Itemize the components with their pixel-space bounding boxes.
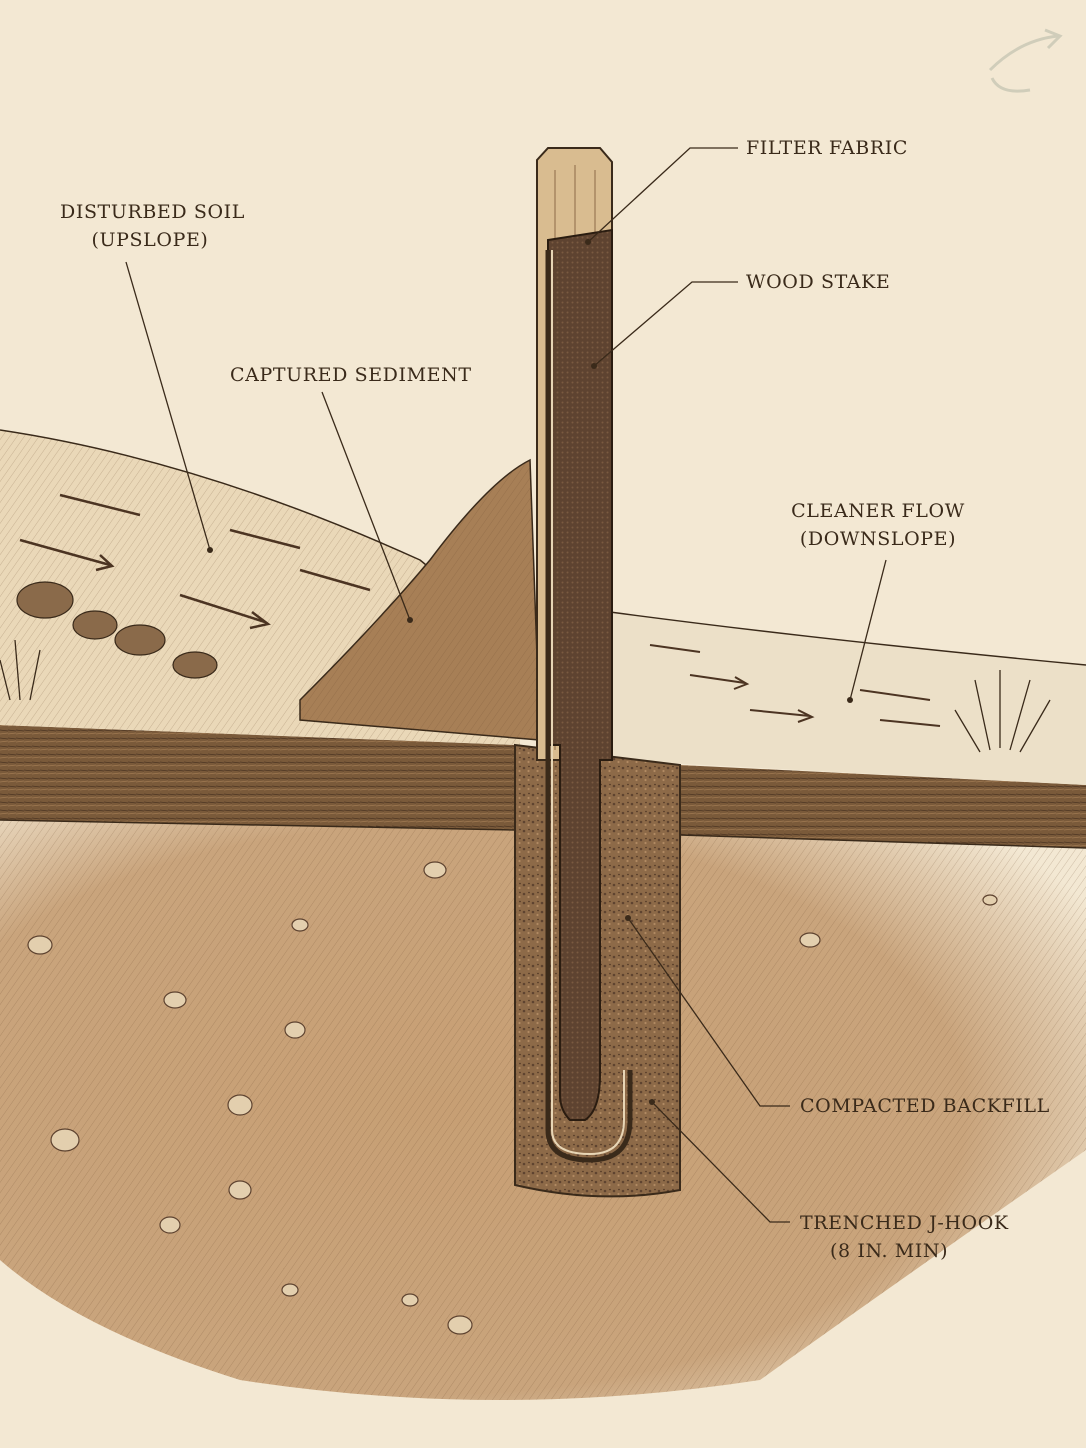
- jhook-depth-text: (8 IN. MIN): [800, 1237, 1009, 1265]
- label-cleaner-flow: CLEANER FLOW (DOWNSLOPE): [788, 497, 968, 553]
- label-captured-sediment: CAPTURED SEDIMENT: [230, 361, 472, 389]
- cleaner-flow-text: CLEANER FLOW: [788, 497, 968, 525]
- captured-sediment-text: CAPTURED SEDIMENT: [230, 361, 472, 389]
- label-wood-stake: WOOD STAKE: [746, 268, 890, 296]
- wood-stake-text: WOOD STAKE: [746, 268, 890, 296]
- upslope-text: (UPSLOPE): [60, 226, 240, 254]
- label-trenched-jhook: TRENCHED J-HOOK (8 IN. MIN): [800, 1209, 1009, 1265]
- trenched-jhook-text: TRENCHED J-HOOK: [800, 1209, 1009, 1237]
- label-compacted-backfill: COMPACTED BACKFILL: [800, 1092, 1050, 1120]
- compacted-backfill-text: COMPACTED BACKFILL: [800, 1092, 1050, 1120]
- disturbed-soil-text: DISTURBED SOIL: [60, 198, 240, 226]
- downslope-text: (DOWNSLOPE): [788, 525, 968, 553]
- label-filter-fabric: FILTER FABRIC: [746, 134, 908, 162]
- label-disturbed-soil: DISTURBED SOIL (UPSLOPE): [60, 198, 240, 254]
- corner-arrow-logo: [990, 30, 1060, 91]
- filter-fabric-text: FILTER FABRIC: [746, 134, 908, 162]
